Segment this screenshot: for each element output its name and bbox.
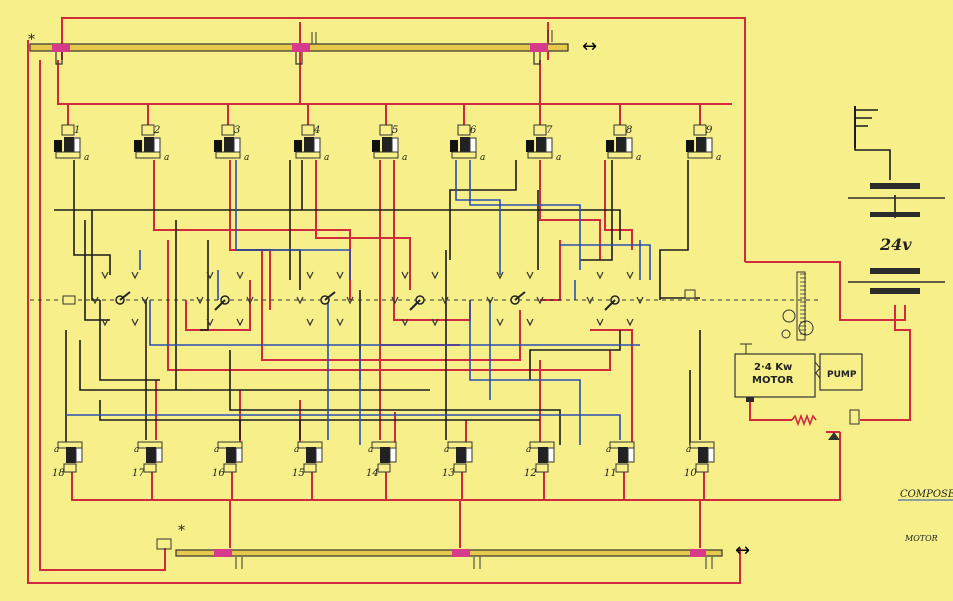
relay-number: 10 — [684, 468, 697, 479]
relay-top-4: 4a — [294, 124, 329, 163]
limit-block — [62, 295, 76, 305]
motor-box — [734, 343, 816, 402]
contact-a-label: a — [636, 153, 641, 163]
relay-top-9: 9a — [686, 124, 721, 163]
relay-number: 9 — [706, 125, 713, 136]
top-rod — [29, 30, 569, 65]
rotary-switch-6 — [586, 271, 644, 327]
relay-bottom-16: 16 a — [212, 441, 243, 479]
relay-row-bottom: 18 a 17 a 16 a 15 a 14 a 13 a 12 a 11 a 10 a — [52, 441, 715, 479]
relay-number: 8 — [626, 125, 632, 136]
contact-a-label: a — [402, 153, 407, 163]
pump-box — [814, 353, 863, 391]
gear-rack-icon — [684, 271, 814, 341]
relay-bottom-14: 14 a — [366, 441, 397, 479]
relay-number: 15 — [292, 468, 305, 479]
bottom-star-label: * — [178, 523, 185, 539]
motor-line-1: 2·4 Kw — [754, 362, 792, 373]
contact-a-label: a — [368, 445, 373, 455]
relay-bottom-17: 17 a — [132, 441, 163, 479]
relay-number: 12 — [524, 468, 537, 479]
rotary-switch-2 — [196, 271, 254, 327]
side-note-compose: COMPOSE — [900, 489, 953, 500]
bottom-rod — [156, 538, 723, 569]
side-note-motor: MOTOR — [904, 534, 938, 543]
contact-a-label: a — [214, 445, 219, 455]
rotary-switch-1 — [91, 271, 149, 327]
contact-a-label: a — [164, 153, 169, 163]
contact-a-label: a — [716, 153, 721, 163]
contact-a-label: a — [556, 153, 561, 163]
relay-number: 5 — [392, 125, 398, 136]
relay-top-6: 6a — [450, 124, 485, 163]
bottom-arrow: ↔ — [735, 540, 750, 561]
rotary-switch-5 — [486, 271, 544, 327]
relay-top-8: 8a — [606, 124, 641, 163]
relay-bottom-18: 18 a — [52, 441, 83, 479]
rotary-switch-row — [91, 271, 644, 327]
contact-a-label: a — [324, 153, 329, 163]
contact-a-label: a — [480, 153, 485, 163]
black-wiring — [54, 110, 896, 445]
switch-icon — [849, 409, 860, 425]
relay-bottom-12: 12 a — [524, 441, 555, 479]
relay-number: 14 — [366, 468, 379, 479]
contact-a-label: a — [606, 445, 611, 455]
relay-number: 18 — [52, 468, 65, 479]
contact-a-label: a — [244, 153, 249, 163]
relay-top-2: 2a — [134, 124, 169, 163]
contact-a-label: a — [526, 445, 531, 455]
relay-bottom-13: 13 a — [442, 441, 473, 479]
contact-a-label: a — [294, 445, 299, 455]
relay-number: 3 — [234, 125, 240, 136]
relay-bottom-10: 10 a — [684, 441, 715, 479]
relay-number: 13 — [442, 468, 455, 479]
rotary-switch-3 — [296, 271, 354, 327]
top-arrow: ↔ — [582, 36, 597, 57]
contact-a-label: a — [134, 445, 139, 455]
relay-top-7: 7a — [526, 124, 561, 163]
relay-number: 16 — [212, 468, 225, 479]
relay-number: 7 — [546, 125, 553, 136]
relay-top-3: 3a — [214, 124, 249, 163]
heater-resistor-icon — [791, 413, 817, 427]
red-wiring — [27, 17, 911, 584]
contact-a-label: a — [444, 445, 449, 455]
ground-icon — [854, 106, 878, 148]
contact-a-label: a — [84, 153, 89, 163]
relay-number: 11 — [604, 468, 617, 479]
motor-line-2: MOTOR — [752, 375, 794, 386]
blue-wiring — [66, 160, 651, 445]
relay-top-5: 5a — [372, 124, 407, 163]
relay-number: 1 — [74, 125, 80, 136]
pump-label: PUMP — [827, 370, 857, 380]
relay-number: 17 — [132, 468, 145, 479]
contact-a-label: a — [686, 445, 691, 455]
top-star-label: * — [28, 32, 35, 48]
battery-voltage-label: 24v — [879, 235, 912, 254]
rotary-switch-4 — [391, 271, 449, 327]
battery-icon — [848, 183, 945, 294]
relay-bottom-11: 11 a — [604, 441, 635, 479]
relay-bottom-15: 15 a — [292, 441, 323, 479]
relay-number: 4 — [313, 125, 320, 136]
pivot-icon — [828, 432, 840, 440]
relay-number: 2 — [153, 125, 160, 136]
relay-number: 6 — [470, 125, 477, 136]
contact-a-label: a — [54, 445, 59, 455]
relay-top-1: 1a — [54, 124, 89, 163]
